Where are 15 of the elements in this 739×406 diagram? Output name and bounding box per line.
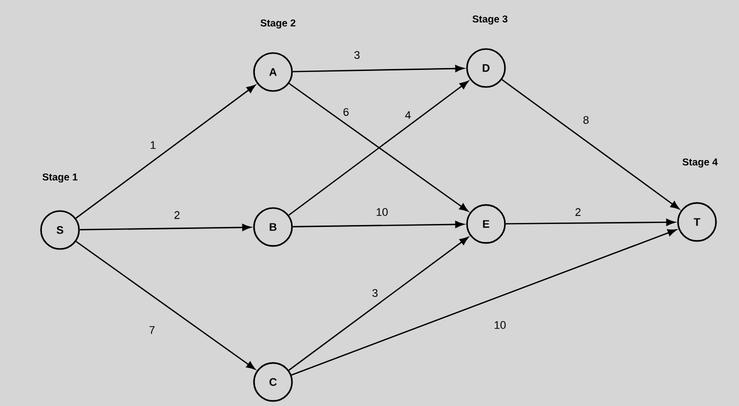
arrow	[76, 84, 256, 219]
edge-label: 10	[374, 207, 390, 217]
stage-label: Stage 1	[42, 173, 78, 183]
arrow	[506, 218, 676, 226]
stage-label: Stage 2	[260, 19, 296, 29]
arrow	[292, 65, 464, 72]
edge-label: 10	[492, 320, 508, 330]
arrow	[76, 240, 256, 370]
arrow	[288, 236, 469, 371]
arrow	[80, 224, 252, 231]
arrow	[291, 229, 677, 376]
arrow	[292, 220, 464, 228]
arrow	[502, 79, 680, 210]
stage-label: Stage 3	[472, 15, 508, 25]
stage-label: Stage 4	[682, 158, 718, 168]
